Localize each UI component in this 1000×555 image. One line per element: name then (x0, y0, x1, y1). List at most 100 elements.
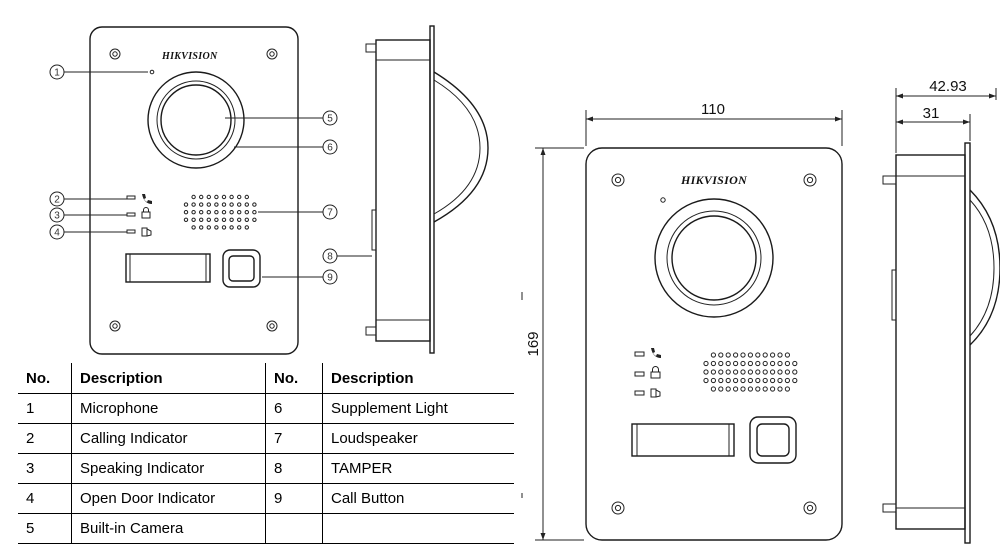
speaker-hole (740, 352, 746, 358)
name-plate (631, 423, 735, 457)
speaker-hole (710, 369, 717, 375)
speaker-hole (244, 225, 250, 230)
callout-9: 9 (327, 273, 333, 284)
speaker-hole (733, 386, 739, 392)
cell-description: Call Button (322, 483, 514, 514)
cell-description (322, 513, 514, 544)
speaker-hole (214, 225, 219, 230)
callout-8: 8 (327, 252, 333, 263)
speaker-hole (725, 386, 731, 392)
cell-description: Microphone (71, 393, 266, 424)
speaker-hole (191, 217, 196, 223)
cell-description: Built-in Camera (71, 513, 266, 544)
screw-icon (611, 173, 817, 515)
speaker-hole (770, 369, 776, 375)
table-row: 3 Speaking Indicator 8 TAMPER (18, 453, 514, 484)
callouts: 1 2 3 4 5 6 7 8 9 (49, 64, 372, 285)
speaker-hole (199, 202, 204, 207)
speaker-hole (784, 386, 791, 392)
speaker-hole (229, 225, 234, 230)
depth-total-value: 42.93 (929, 78, 967, 95)
cell-no: 9 (265, 483, 323, 514)
speaker-hole (784, 369, 791, 375)
indicator-leds (126, 194, 152, 237)
speaker-hole (229, 202, 234, 207)
speaker-hole (725, 360, 731, 367)
speaker-hole (183, 210, 189, 215)
cell-no: 5 (18, 513, 72, 544)
speaker-hole (191, 202, 196, 207)
cell-no: 4 (18, 483, 72, 514)
speaker-hole (740, 369, 746, 375)
speaker-hole (733, 360, 739, 367)
header-description: Description (71, 363, 266, 394)
speaker-hole (244, 217, 250, 223)
height-value: 169 (525, 331, 542, 356)
callout-7: 7 (327, 208, 333, 219)
speaker-hole (703, 377, 709, 384)
speaker-hole (725, 377, 731, 384)
speaker-hole (244, 210, 250, 215)
speaker-hole (755, 352, 761, 358)
speaker-hole (206, 217, 212, 223)
speaker-hole (740, 377, 746, 384)
cell-no: 1 (18, 393, 72, 424)
speaker-hole (762, 352, 768, 358)
cell-no: 7 (265, 423, 323, 454)
speaker-hole (703, 369, 709, 375)
cell-no: 3 (18, 453, 72, 484)
speaker-hole (237, 210, 242, 215)
call-button-drawing (222, 249, 261, 288)
speaker-hole (229, 210, 234, 215)
speaker-hole (740, 360, 746, 367)
speaker-hole (747, 352, 754, 358)
cell-description: Open Door Indicator (71, 483, 266, 514)
speaker-hole (762, 386, 768, 392)
speaker-hole (792, 369, 798, 375)
screw-icon (109, 48, 278, 332)
speaker-hole (183, 217, 189, 223)
speaker-hole (199, 194, 204, 200)
speaker-hole (784, 352, 791, 358)
table-row: 2 Calling Indicator 7 Loudspeaker (18, 423, 514, 454)
speaker-hole (710, 377, 717, 384)
speaker-hole (199, 225, 204, 230)
speaker-hole (252, 217, 257, 223)
speaker-hole (718, 352, 724, 358)
speaker-hole (747, 377, 754, 384)
speaker-hole (199, 210, 204, 215)
microphone-hole (149, 69, 155, 75)
speaker-hole (718, 369, 724, 375)
lock-icon (141, 207, 151, 219)
callout-6: 6 (327, 143, 333, 154)
speaker-hole (770, 360, 776, 367)
callout-1: 1 (54, 68, 60, 79)
speaker-hole (221, 225, 227, 230)
phone-icon (142, 194, 152, 204)
cell-no (265, 513, 323, 544)
table-row: 5 Built-in Camera (18, 513, 514, 544)
loudspeaker-grille (703, 352, 798, 392)
table-row: 1 Microphone 6 Supplement Light (18, 393, 514, 424)
speaker-hole (725, 352, 731, 358)
loudspeaker-grille (183, 194, 257, 230)
speaker-hole (755, 369, 761, 375)
speaker-hole (718, 377, 724, 384)
speaker-hole (252, 202, 257, 207)
table-header-row: No. Description No. Description (18, 363, 514, 394)
speaker-hole (206, 210, 212, 215)
speaker-hole (762, 369, 768, 375)
speaker-hole (710, 360, 717, 367)
speaker-hole (777, 360, 783, 367)
header-no: No. (18, 363, 72, 394)
callout-3: 3 (54, 211, 60, 222)
front-view-dimensioned: HIKVISION (585, 147, 843, 541)
speaker-hole (740, 386, 746, 392)
callout-2: 2 (54, 195, 60, 206)
speaker-hole (733, 377, 739, 384)
speaker-hole (777, 369, 783, 375)
speaker-hole (221, 202, 227, 207)
cell-description: Calling Indicator (71, 423, 266, 454)
cell-description: Loudspeaker (322, 423, 514, 454)
speaker-hole (770, 386, 776, 392)
